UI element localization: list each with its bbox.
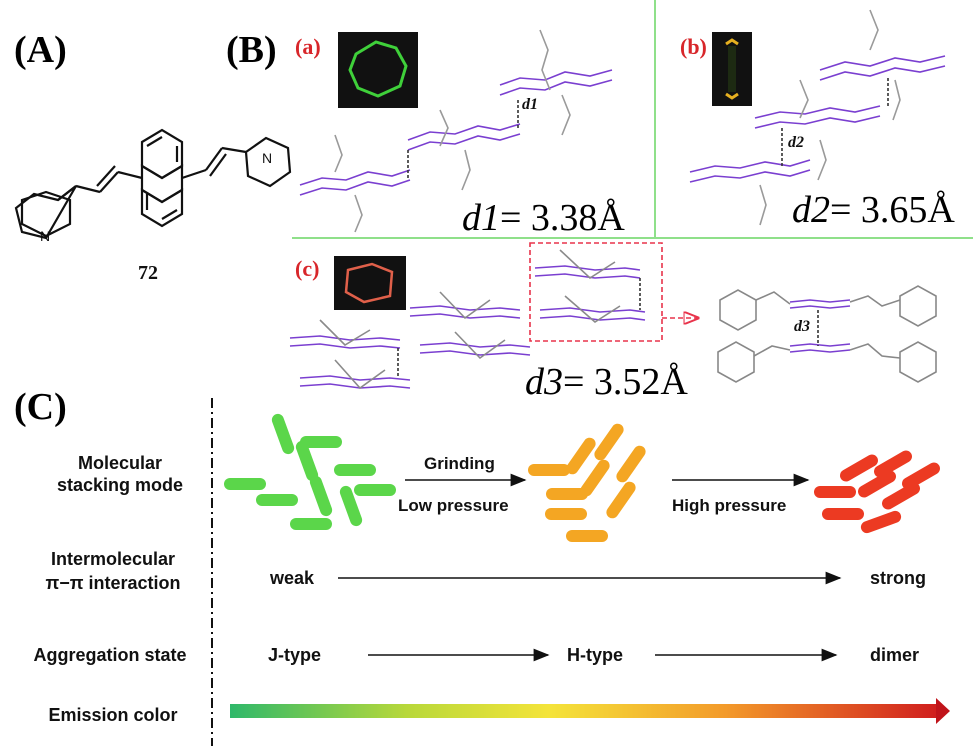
distance-d2-var: d2 — [792, 189, 830, 231]
nitrogen-label-left: N — [40, 228, 51, 244]
rods-red — [814, 450, 940, 534]
distance-d2-value: = 3.65Å — [830, 189, 955, 231]
rods-orange — [528, 423, 646, 542]
panel-label-c: (C) — [14, 386, 67, 428]
crystal-label-a: (a) — [295, 34, 321, 59]
interaction-weak: weak — [270, 568, 315, 588]
distance-d2: d2= 3.65Å — [792, 188, 955, 232]
compound-label: 72 — [138, 262, 158, 284]
panel-label-a: (A) — [14, 29, 67, 71]
crystal-label-c: (c) — [295, 256, 320, 281]
distance-d3-var: d3 — [525, 361, 563, 403]
mini-label-d3: d3 — [794, 318, 810, 335]
panel-label-b: (B) — [226, 29, 277, 71]
label-grinding: Grinding — [424, 454, 495, 473]
row-label-stacking: Molecular stacking mode — [56, 453, 184, 495]
molecule-72-structure — [14, 128, 292, 240]
row-label-emission: Emission color — [48, 705, 178, 725]
row-label-interaction-2: π−π interaction — [45, 573, 181, 593]
crystal-photo-c — [334, 256, 406, 310]
state-h-type: H-type — [567, 645, 624, 665]
packing-c — [289, 242, 937, 390]
rods-green — [224, 413, 396, 530]
distance-d3-value: = 3.52Å — [563, 361, 688, 403]
state-j-type: J-type — [268, 645, 322, 665]
distance-d1: d1= 3.38Å — [462, 196, 625, 240]
row-label-interaction-1: Intermolecular — [50, 549, 176, 569]
distance-d1-value: = 3.38Å — [500, 197, 625, 239]
packing-a — [299, 29, 613, 233]
emission-color-bar — [230, 698, 950, 724]
state-dimer: dimer — [870, 645, 920, 665]
packing-b — [689, 9, 946, 226]
crystal-photo-a — [338, 32, 418, 108]
mini-label-d1: d1 — [522, 96, 538, 113]
interaction-strong: strong — [870, 568, 926, 588]
mini-label-d2: d2 — [788, 134, 804, 151]
label-low-pressure: Low pressure — [398, 496, 509, 515]
nitrogen-label-right: N — [262, 150, 273, 166]
label-high-pressure: High pressure — [672, 496, 787, 515]
row-label-aggregation: Aggregation state — [33, 645, 187, 665]
distance-d3: d3= 3.52Å — [525, 360, 688, 404]
distance-d1-var: d1 — [462, 197, 500, 239]
crystal-photo-b — [712, 32, 752, 106]
crystal-label-b: (b) — [680, 34, 707, 59]
